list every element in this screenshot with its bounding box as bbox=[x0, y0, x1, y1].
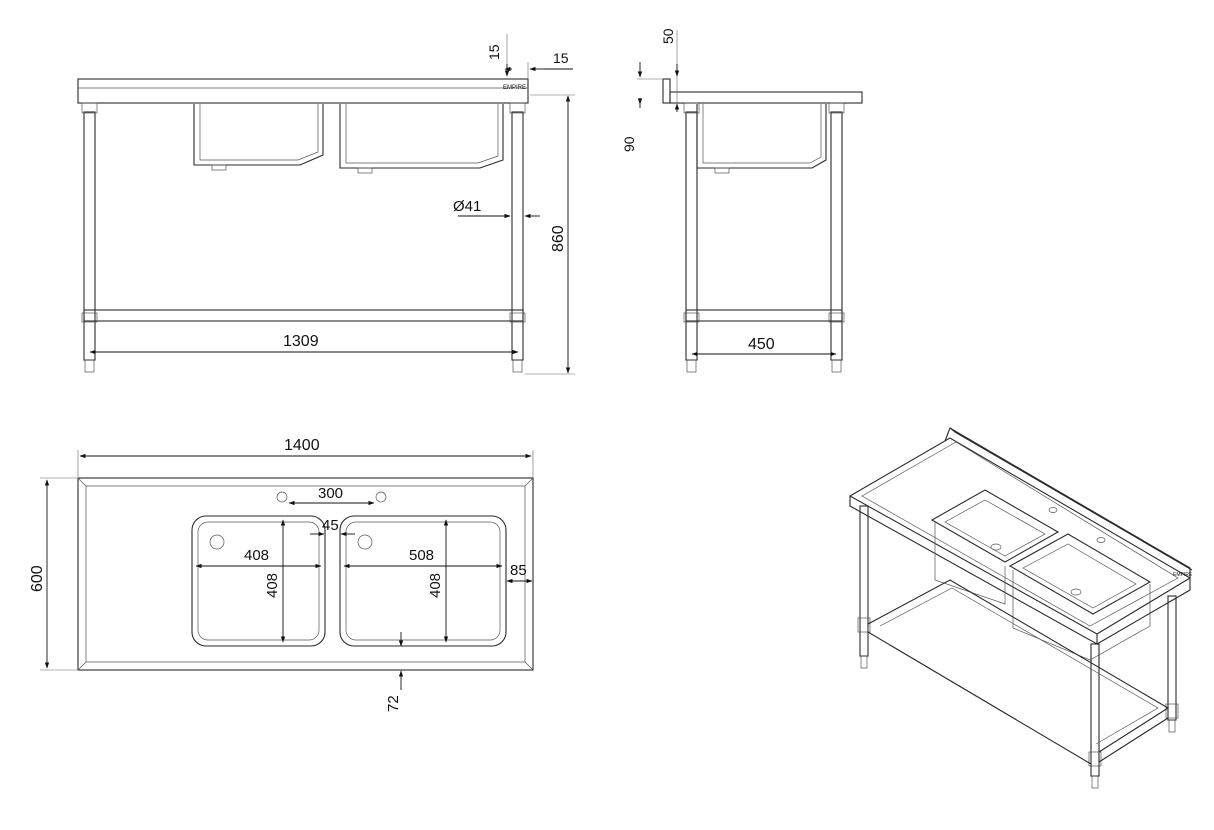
dim-upstand: 50 bbox=[660, 28, 676, 44]
brand-label-iso: EMPIRE bbox=[1173, 572, 1193, 578]
front-view: EMPIRE 15 15 Ø41 bbox=[77, 34, 575, 375]
dim-depth: 450 bbox=[748, 336, 775, 353]
dim-width: 1309 bbox=[283, 333, 319, 350]
plan-view: 1400 600 300 45 408 408 508 408 85 72 bbox=[29, 437, 534, 712]
dim-total-length: 1400 bbox=[284, 437, 320, 454]
dim-leg-diameter: Ø41 bbox=[453, 198, 481, 215]
dim-total-depth: 600 bbox=[29, 565, 46, 592]
dim-top-thickness: 15 bbox=[486, 44, 502, 60]
isometric-view: EMPIRE bbox=[848, 427, 1193, 789]
dim-front-margin: 72 bbox=[385, 695, 402, 712]
dim-tap-spacing: 300 bbox=[318, 485, 343, 502]
dim-bowl-gap: 45 bbox=[322, 517, 339, 534]
dim-lip: 15 bbox=[553, 50, 569, 66]
dim-height: 860 bbox=[550, 225, 567, 252]
dim-bowl1-length: 408 bbox=[264, 573, 281, 598]
front-legs bbox=[81, 102, 526, 373]
dim-bowl-depth: 90 bbox=[621, 136, 637, 152]
dim-bowl2-width: 508 bbox=[409, 547, 434, 564]
dim-bowl1-width: 408 bbox=[244, 547, 269, 564]
dim-right-margin: 85 bbox=[510, 562, 527, 579]
brand-label: EMPIRE bbox=[503, 85, 526, 91]
side-view: 50 90 450 bbox=[621, 28, 863, 373]
dim-bowl2-length: 408 bbox=[427, 573, 444, 598]
